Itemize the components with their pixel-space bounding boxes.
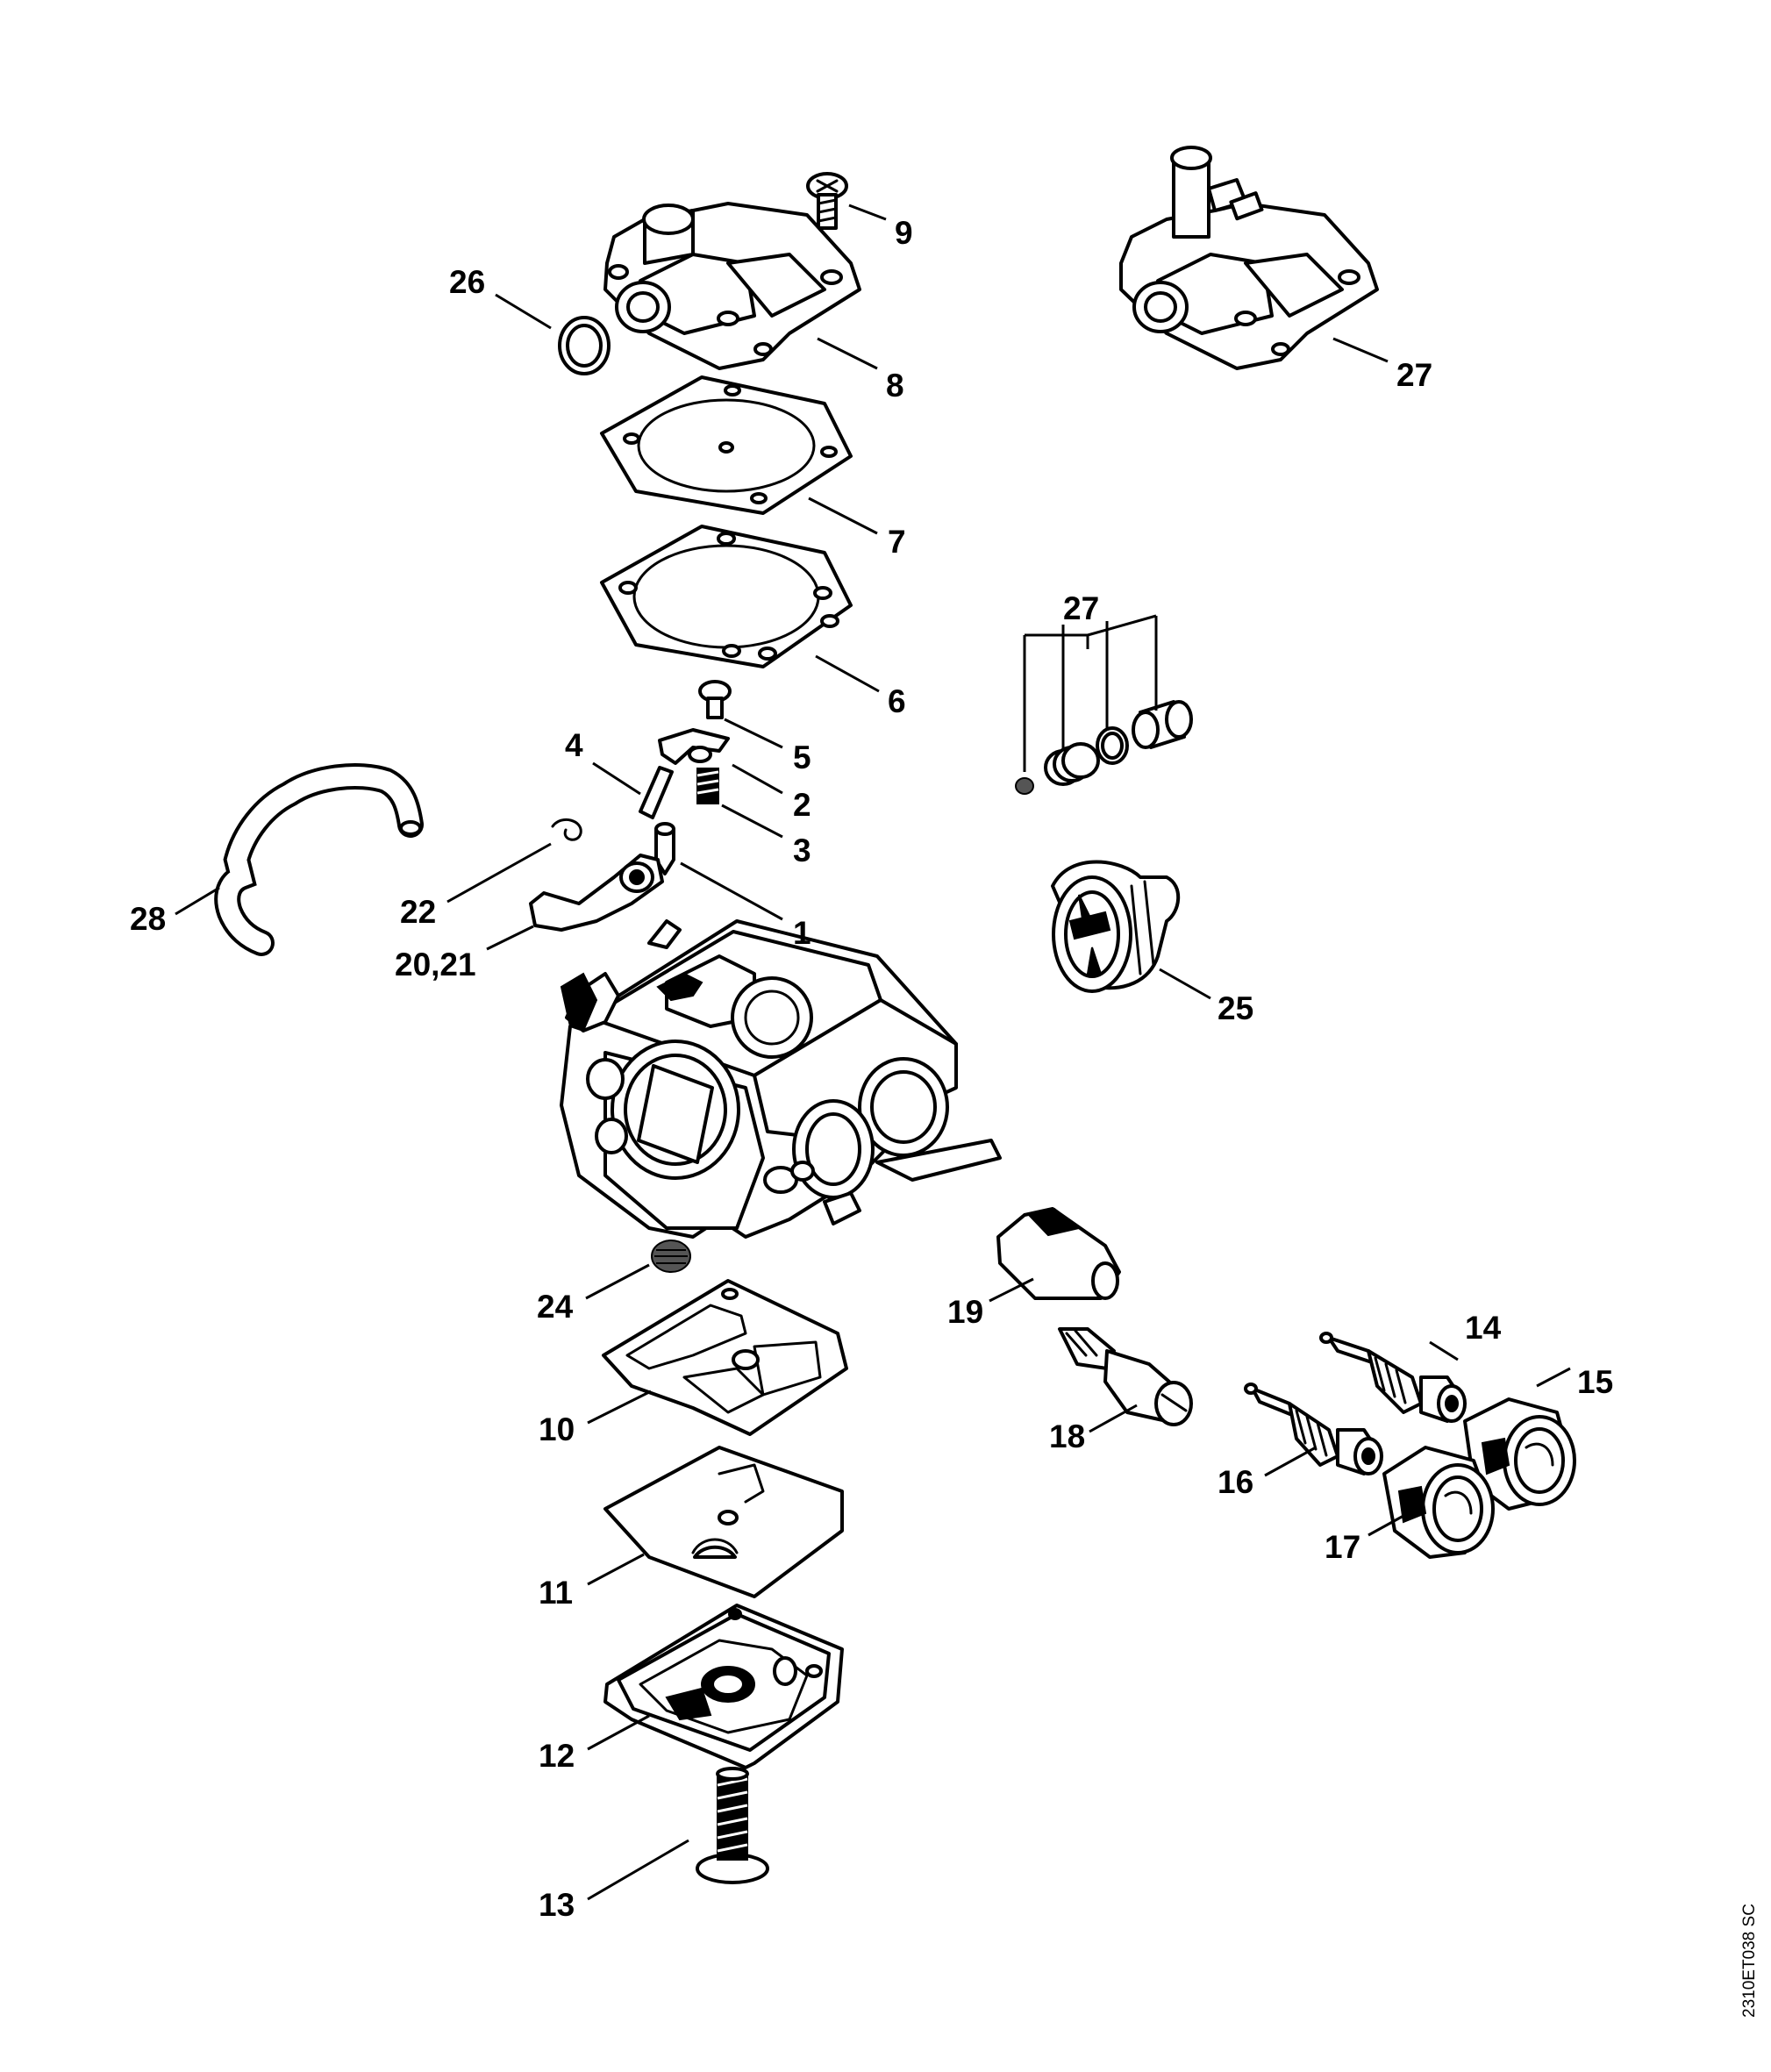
part-14-adjusting-needle bbox=[1319, 1332, 1467, 1423]
callout-16: 16 bbox=[1218, 1464, 1253, 1500]
callout-22: 22 bbox=[400, 894, 436, 930]
callout-labels: 9 8 26 27 7 6 5 2 3 4 1 22 20,21 28 25 2… bbox=[130, 215, 1613, 1923]
part-16-adjusting-needle bbox=[1244, 1383, 1383, 1475]
callout-2: 2 bbox=[793, 787, 811, 823]
callout-8: 8 bbox=[886, 368, 904, 404]
part-23-strainer bbox=[651, 1240, 691, 1273]
part-20-21-throttle-lever bbox=[529, 854, 664, 932]
callout-15: 15 bbox=[1577, 1364, 1613, 1400]
part-24-air-funnel bbox=[1051, 860, 1181, 993]
callout-28: 28 bbox=[130, 901, 166, 937]
part-27-strainer-set bbox=[1015, 700, 1193, 795]
part-17-limiter-cap bbox=[1382, 1446, 1495, 1559]
callout-5: 5 bbox=[793, 739, 811, 775]
part-26-pump-cover-with-fitting bbox=[1119, 146, 1379, 370]
part-7-pump-diaphragm bbox=[600, 375, 853, 515]
part-3-spring bbox=[696, 768, 719, 804]
callout-6: 6 bbox=[888, 683, 906, 719]
drawing-code: 2310ET038 SC bbox=[1740, 1904, 1759, 2018]
callout-9: 9 bbox=[895, 215, 913, 251]
part-28-impulse-hose bbox=[214, 763, 424, 956]
callout-18: 18 bbox=[1049, 1418, 1085, 1454]
callout-17: 17 bbox=[1325, 1529, 1360, 1565]
part-4-pin bbox=[639, 766, 674, 819]
callout-1: 1 bbox=[793, 915, 811, 951]
part-10-gasket bbox=[602, 1279, 848, 1436]
callout-7: 7 bbox=[888, 524, 906, 560]
callout-3: 3 bbox=[793, 832, 811, 868]
part-8-pump-cover bbox=[603, 202, 861, 370]
callout-14: 14 bbox=[1465, 1310, 1502, 1346]
part-5-screw bbox=[698, 680, 732, 719]
part-25-o-ring bbox=[558, 316, 611, 375]
callout-24: 25 bbox=[1218, 990, 1253, 1026]
part-15-limiter-cap bbox=[1463, 1397, 1576, 1511]
callout-11: 11 bbox=[539, 1575, 573, 1611]
part-12-end-cover bbox=[603, 1604, 844, 1769]
callout-27: 27 bbox=[1063, 590, 1099, 626]
callout-20-21: 20,21 bbox=[395, 947, 476, 982]
callout-12: 12 bbox=[539, 1738, 575, 1774]
callout-19: 19 bbox=[947, 1294, 983, 1330]
callout-4: 4 bbox=[565, 727, 583, 763]
part-13-screw bbox=[696, 1767, 769, 1884]
part-11-metering-diaphragm bbox=[603, 1446, 844, 1598]
part-1-inlet-needle bbox=[654, 822, 675, 875]
callout-23: 24 bbox=[537, 1289, 574, 1325]
carburetor-body bbox=[560, 919, 1002, 1239]
callout-25: 26 bbox=[449, 264, 485, 300]
callout-10: 10 bbox=[539, 1411, 575, 1447]
part-9-screw bbox=[806, 172, 848, 230]
part-6-gasket bbox=[600, 525, 853, 668]
part-2-metering-lever bbox=[658, 728, 730, 765]
leader-lines bbox=[175, 204, 1571, 1901]
callout-26: 27 bbox=[1396, 357, 1432, 393]
part-19-sleeve bbox=[996, 1207, 1121, 1300]
part-18-adjusting-screw bbox=[1058, 1327, 1193, 1426]
callout-13: 13 bbox=[539, 1887, 575, 1923]
part-22-clip bbox=[551, 818, 582, 841]
